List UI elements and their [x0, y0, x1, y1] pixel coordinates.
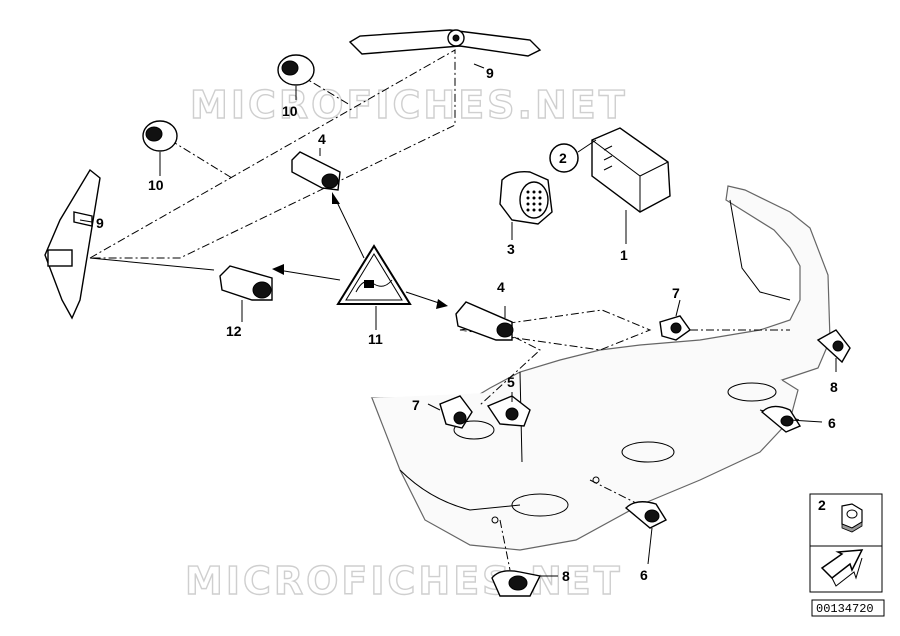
- bracket-top-part-9: [348, 29, 542, 57]
- callout-1: 1: [620, 247, 628, 263]
- callout-8-bottom: 8: [562, 568, 570, 584]
- pdc-sensor-part-12: [219, 265, 273, 301]
- sensor-cover-part-8-bottom: [491, 570, 542, 597]
- diagram-code: 00134720: [816, 602, 874, 616]
- legend-item-number: 2: [818, 497, 826, 513]
- callout-10-top: 10: [282, 103, 298, 119]
- callout-circle-part-2: [549, 139, 597, 173]
- arrow-icon: [820, 549, 864, 587]
- sensor-cover-part-8-right: [816, 329, 851, 364]
- callout-leaders: [79, 63, 837, 577]
- callout-6-right: 6: [828, 415, 836, 431]
- callout-3: 3: [507, 241, 515, 257]
- watermark-top: MICROFICHES.NET: [190, 83, 628, 127]
- bracket-left-part-9: [44, 168, 101, 320]
- pdc-sensor-part-4-upper: [291, 151, 341, 191]
- control-unit-part-1: [591, 127, 671, 213]
- callout-10-left: 10: [148, 177, 164, 193]
- sensor-ring-part-10-left: [142, 120, 178, 152]
- rear-bumper: [370, 185, 831, 551]
- sensor-holder-part-7-left: [439, 395, 473, 429]
- callout-4-upper: 4: [318, 131, 326, 147]
- callout-11: 11: [368, 331, 383, 347]
- watermark-bottom: MICROFICHES.NET: [185, 559, 623, 603]
- arrows-from-triangle: [272, 192, 448, 309]
- sensor-ring-part-10-top: [277, 54, 315, 86]
- callout-9-top: 9: [486, 65, 494, 81]
- sensor-cover-part-6-bottom: [624, 501, 668, 529]
- nut-icon: [841, 503, 863, 533]
- sensor-cover-part-6-right: [760, 405, 802, 433]
- callout-4-lower: 4: [497, 279, 505, 295]
- callout-12: 12: [226, 323, 242, 339]
- connector-part-3: [499, 170, 553, 225]
- sensor-holder-part-7-right: [659, 315, 691, 341]
- diagram-code-box: 00134720: [811, 599, 885, 617]
- callout-5: 5: [507, 374, 515, 390]
- legend-box: 2: [809, 493, 883, 593]
- pdc-sensor-part-4-lower: [455, 301, 514, 341]
- callout-7-right: 7: [672, 285, 680, 301]
- callout-6-bottom: 6: [640, 567, 648, 583]
- callout-7-left: 7: [412, 397, 420, 413]
- callout-8-right: 8: [830, 379, 838, 395]
- callout-2: 2: [559, 150, 567, 166]
- callout-9-left: 9: [96, 215, 104, 231]
- sensor-holder-part-5: [486, 395, 531, 427]
- warning-triangle-part-11: [336, 244, 412, 305]
